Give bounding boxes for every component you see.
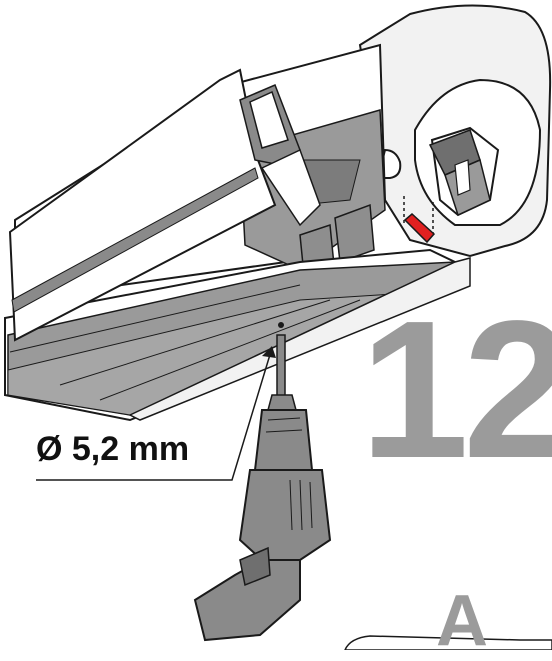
motor-head [414, 78, 542, 226]
drill-hole [278, 322, 284, 328]
tube-part [344, 635, 552, 650]
alignment-marker [403, 196, 436, 244]
step-number: 12 [360, 280, 552, 499]
drill-icon [193, 334, 332, 642]
sub-step-label: A [436, 581, 488, 661]
dimension-leader-line [36, 347, 273, 481]
dimension-arrow-icon [262, 346, 276, 358]
front-cover [8, 68, 321, 342]
hole-diameter-label: Ø 5,2 mm [36, 430, 190, 468]
